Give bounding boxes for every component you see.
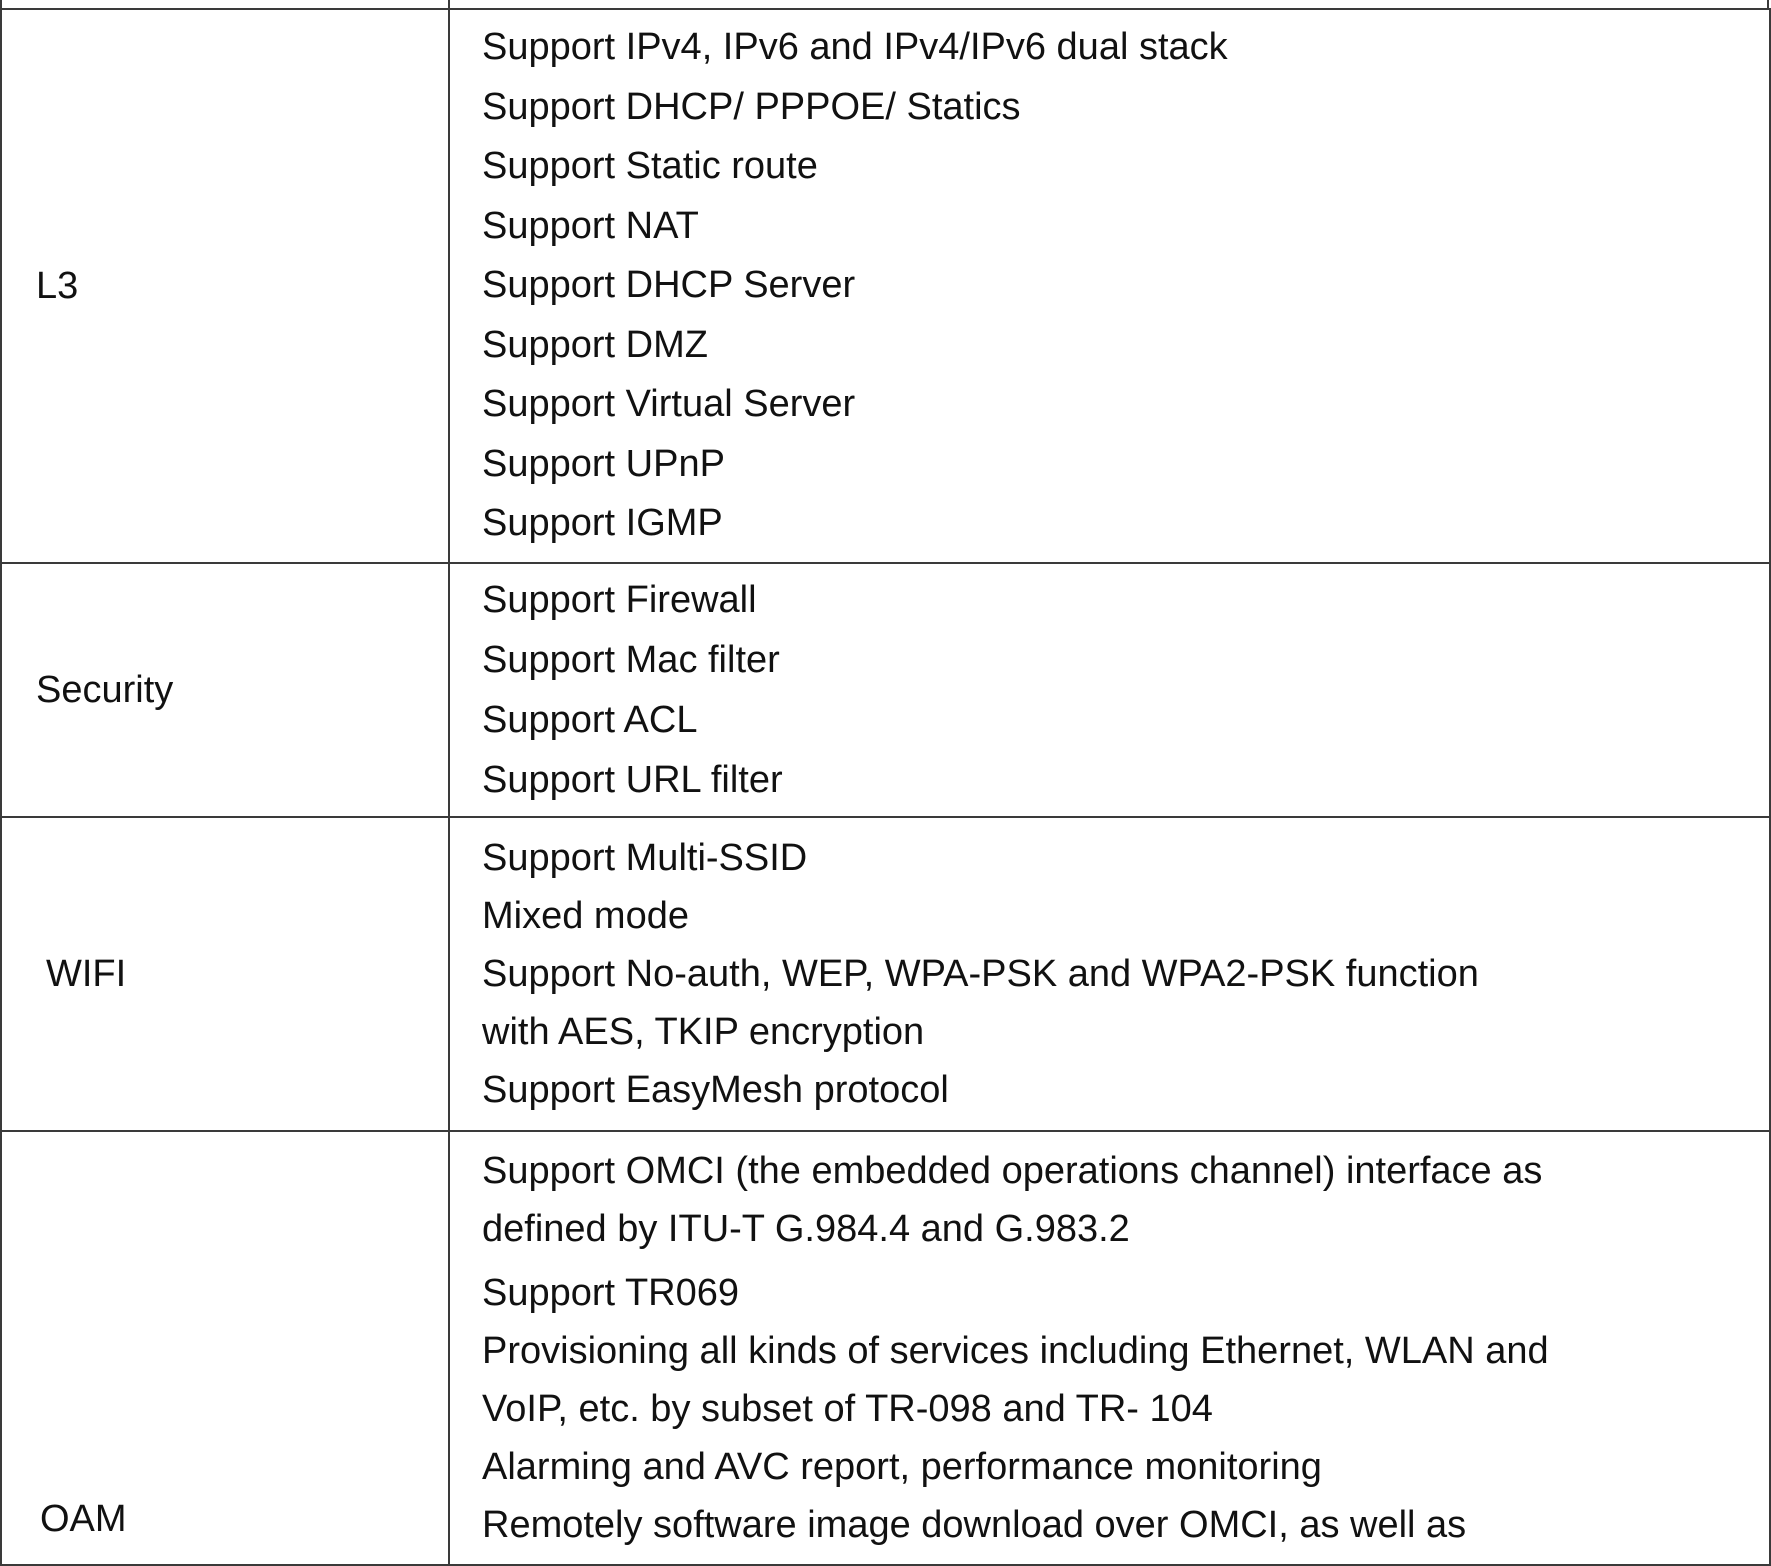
feature-item-continuation: defined by ITU-T G.984.4 and G.983.2 xyxy=(482,1207,1130,1250)
feature-item: Support TR069 xyxy=(482,1271,740,1314)
feature-item: Support Static route xyxy=(482,145,818,187)
feature-item: Support DHCP/ PPPOE/ Statics xyxy=(482,85,1021,128)
column-divider xyxy=(448,0,450,10)
row-label: L3 xyxy=(0,8,450,564)
feature-item: Mixed mode xyxy=(482,894,689,937)
feature-list: Support Firewall Support Mac filter Supp… xyxy=(448,561,1771,818)
table-row: WIFI Support Multi-SSID Mixed mode Suppo… xyxy=(0,815,1771,1132)
feature-item: Support UPnP xyxy=(482,442,725,485)
feature-item: Support IGMP xyxy=(482,502,723,544)
row-label: Security xyxy=(0,561,450,818)
feature-list: Support Multi-SSID Mixed mode Support No… xyxy=(448,815,1771,1132)
feature-item-continuation: with AES, TKIP encryption xyxy=(482,1010,925,1053)
table-row: Security Support Firewall Support Mac fi… xyxy=(0,561,1771,818)
table-row: L3 Support IPv4, IPv6 and IPv4/IPv6 dual… xyxy=(0,8,1771,564)
feature-item: Alarming and AVC report, performance mon… xyxy=(482,1445,1322,1488)
feature-item: Support Mac filter xyxy=(482,638,780,681)
feature-item: Support IPv4, IPv6 and IPv4/IPv6 dual st… xyxy=(482,26,1228,68)
feature-item: Support No-auth, WEP, WPA-PSK and WPA2-P… xyxy=(482,952,1479,995)
previous-row-stub xyxy=(0,0,1769,10)
feature-item-continuation: VoIP, etc. by subset of TR-098 and TR- 1… xyxy=(482,1387,1213,1430)
feature-item: Support NAT xyxy=(482,204,699,247)
row-label: WIFI xyxy=(0,815,450,1132)
feature-item: Support Firewall xyxy=(482,578,757,621)
feature-item: Support OMCI (the embedded operations ch… xyxy=(482,1149,1543,1192)
feature-item: Provisioning all kinds of services inclu… xyxy=(482,1329,1549,1372)
feature-item: Support EasyMesh protocol xyxy=(482,1068,949,1111)
feature-item: Support DMZ xyxy=(482,323,708,366)
spec-table: L3 Support IPv4, IPv6 and IPv4/IPv6 dual… xyxy=(0,8,1771,1566)
feature-item: Support URL filter xyxy=(482,758,783,801)
feature-item: Support ACL xyxy=(482,698,698,741)
feature-list: Support IPv4, IPv6 and IPv4/IPv6 dual st… xyxy=(448,8,1771,564)
table-row: OAM Support OMCI (the embedded operation… xyxy=(0,1129,1771,1566)
row-label: OAM xyxy=(0,1129,450,1566)
feature-item: Remotely software image download over OM… xyxy=(482,1503,1467,1546)
feature-item: Support DHCP Server xyxy=(482,264,856,306)
feature-list: Support OMCI (the embedded operations ch… xyxy=(448,1129,1771,1566)
feature-item: Support Virtual Server xyxy=(482,383,856,425)
feature-item: Support Multi-SSID xyxy=(482,836,808,879)
